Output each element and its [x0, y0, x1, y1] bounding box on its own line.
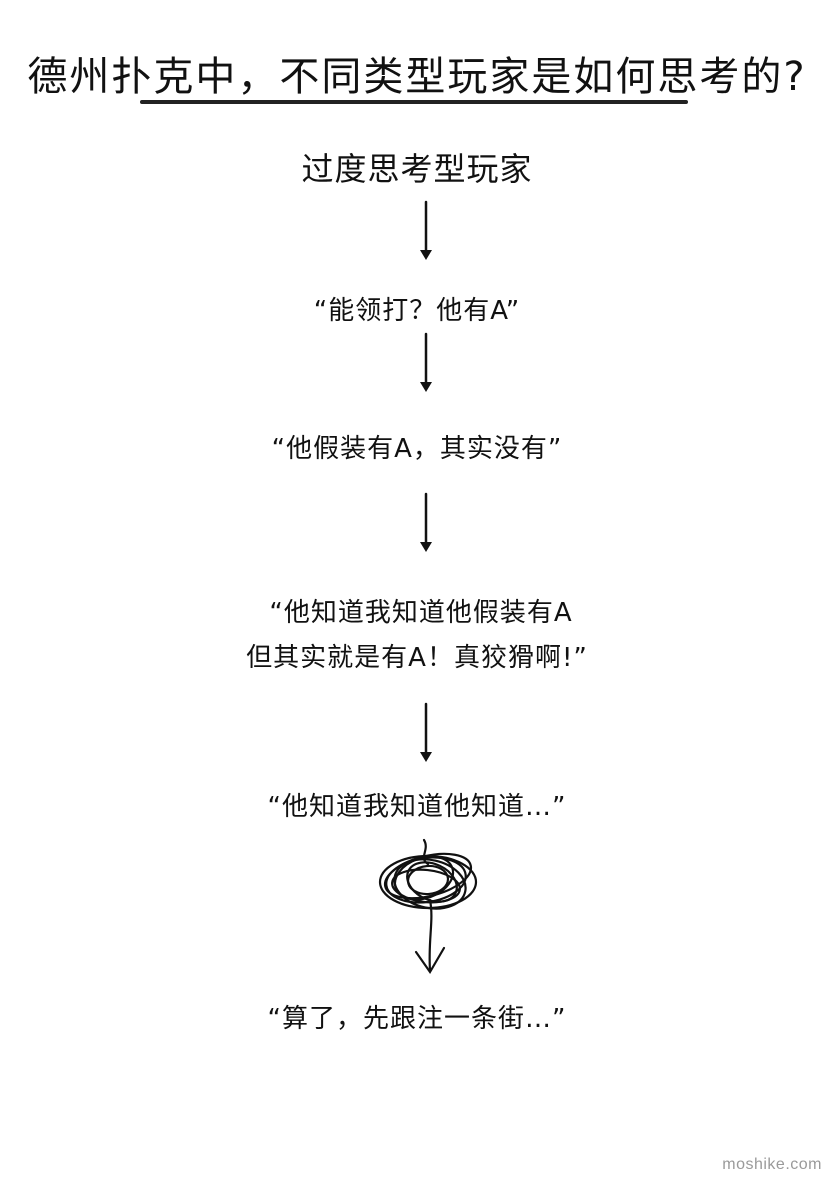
flow-step-overthinker: 过度思考型玩家: [301, 150, 533, 188]
down-arrow-icon: [414, 702, 438, 764]
down-arrow-icon: [414, 332, 438, 394]
title-underline: [140, 100, 688, 104]
flow-step-1: “能领打？他有A”: [313, 296, 521, 326]
flow-step-5: “算了，先跟注一条街…”: [267, 1004, 567, 1034]
flow-step-3-line1: “他知道我知道他假装有A: [269, 598, 573, 628]
page-title: 德州扑克中，不同类型玩家是如何思考的?: [27, 54, 807, 100]
watermark: moshike.com: [722, 1156, 822, 1173]
down-arrow-icon: [414, 492, 438, 554]
flow-step-4: “他知道我知道他知道…”: [267, 792, 567, 822]
flow-step-3-line2: 但其实就是有A！真狡猾啊!”: [246, 643, 588, 673]
flow-step-3: “他知道我知道他假装有A 但其实就是有A！真狡猾啊!”: [0, 592, 834, 674]
flow-step-2: “他假装有A，其实没有”: [271, 434, 563, 464]
down-arrow-icon: [414, 200, 438, 262]
tangled-scribble-icon: [368, 830, 488, 980]
